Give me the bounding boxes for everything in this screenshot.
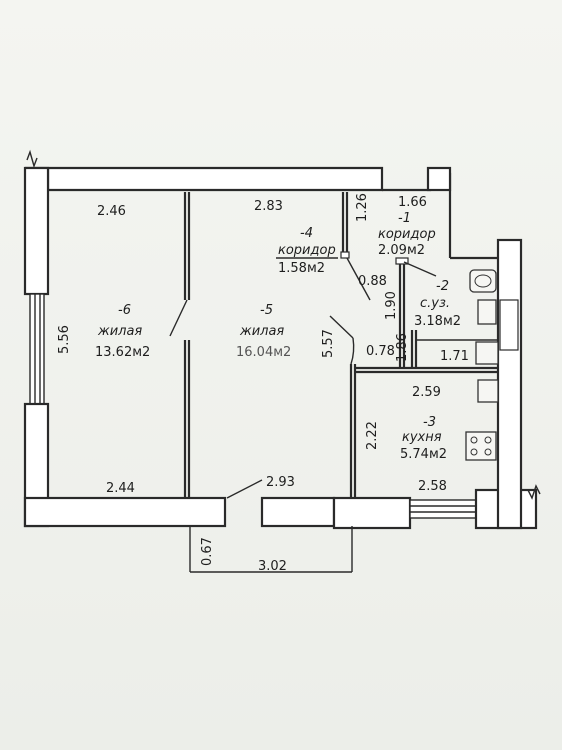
wall-right bbox=[496, 238, 523, 530]
dim-1-86: 1.86 bbox=[395, 333, 410, 362]
kitchen-sink bbox=[477, 379, 499, 403]
dim-2-83: 2.83 bbox=[254, 199, 283, 214]
room-3-number: -3 bbox=[423, 415, 436, 430]
dim-0-67: 0.67 bbox=[200, 537, 215, 566]
door-corridor-4 bbox=[346, 257, 371, 301]
window-left bbox=[29, 293, 45, 405]
room-5-number: -5 bbox=[260, 303, 273, 318]
dim-1-90: 1.90 bbox=[384, 291, 399, 320]
wall-left-upper bbox=[23, 166, 50, 296]
dim-2-59: 2.59 bbox=[412, 385, 441, 400]
dim-0-78: 0.78 bbox=[366, 344, 395, 359]
door-6-5 bbox=[169, 299, 188, 337]
dim-3-02: 3.02 bbox=[258, 559, 287, 574]
room-6-number: -6 bbox=[118, 303, 131, 318]
room-1-number: -1 bbox=[398, 211, 411, 226]
toilet bbox=[477, 299, 497, 325]
room-1-type: коридор bbox=[378, 227, 436, 242]
room-4-number: -4 bbox=[300, 226, 313, 241]
room-2-area: 3.18м2 bbox=[414, 314, 461, 329]
stove bbox=[465, 431, 497, 461]
window-bottom bbox=[409, 499, 477, 519]
room-4-type: коридор bbox=[278, 243, 336, 258]
dim-2-22: 2.22 bbox=[365, 421, 380, 450]
wall-bottom-left bbox=[23, 496, 227, 528]
room-6-area: 13.62м2 bbox=[95, 345, 150, 360]
wall-bottom-mid bbox=[260, 496, 336, 528]
room-3-area: 5.74м2 bbox=[400, 447, 447, 462]
room-6-type: жилая bbox=[97, 324, 142, 339]
dim-1-66: 1.66 bbox=[398, 195, 427, 210]
room-4-area: 1.58м2 bbox=[278, 261, 325, 276]
room-2-number: -2 bbox=[436, 279, 449, 294]
wall-bottom-right-a bbox=[332, 496, 412, 530]
dim-0-88: 0.88 bbox=[358, 274, 387, 289]
dim-2-93: 2.93 bbox=[266, 475, 295, 490]
door-bathroom bbox=[403, 261, 437, 277]
room-3-type: кухня bbox=[402, 430, 442, 445]
dim-1-71: 1.71 bbox=[440, 349, 469, 364]
room-5-area: 16.04м2 bbox=[236, 345, 291, 360]
dim-2-46: 2.46 bbox=[97, 204, 126, 219]
dim-5-56: 5.56 bbox=[57, 325, 72, 354]
dim-2-44: 2.44 bbox=[106, 481, 135, 496]
window-right bbox=[499, 299, 519, 351]
room-1-area: 2.09м2 bbox=[378, 243, 425, 258]
wall-top bbox=[25, 166, 384, 192]
dim-1-26: 1.26 bbox=[355, 193, 370, 222]
door-entry bbox=[226, 479, 263, 499]
dim-2-58: 2.58 bbox=[418, 479, 447, 494]
door-room-5 bbox=[329, 315, 354, 339]
dim-5-57: 5.57 bbox=[321, 329, 336, 358]
sink bbox=[475, 341, 499, 365]
room-2-type: с.уз. bbox=[420, 296, 450, 311]
bath-basin bbox=[469, 269, 497, 293]
room-5-type: жилая bbox=[239, 324, 284, 339]
